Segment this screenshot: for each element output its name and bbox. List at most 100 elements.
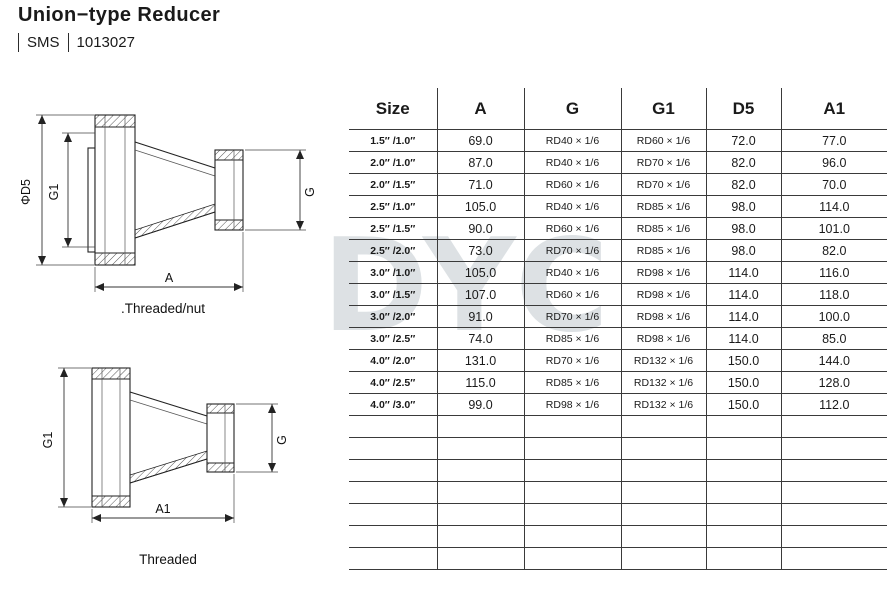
table-cell-empty xyxy=(524,525,622,548)
table-cell-empty xyxy=(621,415,707,438)
table-cell: RD70 × 1/6 xyxy=(621,151,707,174)
table-cell-empty xyxy=(781,459,887,482)
table-cell: 99.0 xyxy=(437,393,525,416)
table-cell-empty xyxy=(706,437,782,460)
table-cell: 74.0 xyxy=(437,327,525,350)
dim-label-a: A xyxy=(165,271,174,285)
table-empty-row xyxy=(349,525,887,548)
table-cell: 105.0 xyxy=(437,261,525,284)
table-cell: 118.0 xyxy=(781,283,887,306)
table-cell-empty xyxy=(706,525,782,548)
column-header-size: Size xyxy=(349,88,438,130)
table-cell: RD70 × 1/6 xyxy=(621,173,707,196)
table-cell: 96.0 xyxy=(781,151,887,174)
table-cell: 3.0″ /1.5″ xyxy=(349,283,438,306)
table-cell: 116.0 xyxy=(781,261,887,284)
divider xyxy=(18,33,19,52)
table-cell-empty xyxy=(621,503,707,526)
dimension-g1: G1 xyxy=(41,367,91,508)
table-cell: 112.0 xyxy=(781,393,887,416)
table-cell: 114.0 xyxy=(706,283,782,306)
table-cell: 4.0″ /2.0″ xyxy=(349,349,438,372)
table-cell-empty xyxy=(437,547,525,570)
table-cell: 70.0 xyxy=(781,173,887,196)
table-empty-row xyxy=(349,437,887,460)
dimension-d5: ΦD5 xyxy=(19,114,94,266)
table-cell: RD98 × 1/6 xyxy=(621,283,707,306)
drawing-threaded: G1 G A1 xyxy=(41,367,289,523)
standard-code: 1013027 xyxy=(76,34,135,51)
table-cell: 150.0 xyxy=(706,371,782,394)
table-cell: 71.0 xyxy=(437,173,525,196)
table-cell: RD85 × 1/6 xyxy=(621,195,707,218)
table-cell-empty xyxy=(349,437,438,460)
table-empty-row xyxy=(349,503,887,526)
table-cell: RD132 × 1/6 xyxy=(621,349,707,372)
dimension-g: G xyxy=(245,149,317,231)
table-cell: 82.0 xyxy=(781,239,887,262)
table-cell: 114.0 xyxy=(706,305,782,328)
table-cell: 114.0 xyxy=(706,327,782,350)
table-cell: RD60 × 1/6 xyxy=(621,129,707,152)
table-cell: RD132 × 1/6 xyxy=(621,371,707,394)
table-cell-empty xyxy=(781,547,887,570)
table-cell: 101.0 xyxy=(781,217,887,240)
table-cell: 131.0 xyxy=(437,349,525,372)
table-cell: 128.0 xyxy=(781,371,887,394)
table-cell-empty xyxy=(437,415,525,438)
table-cell: 73.0 xyxy=(437,239,525,262)
table-cell-empty xyxy=(781,503,887,526)
table-cell: 85.0 xyxy=(781,327,887,350)
table-cell: 114.0 xyxy=(781,195,887,218)
table-cell: 4.0″ /2.5″ xyxy=(349,371,438,394)
table-empty-row xyxy=(349,459,887,482)
table-cell-empty xyxy=(349,415,438,438)
divider xyxy=(67,33,69,52)
table-cell-empty xyxy=(781,481,887,504)
table-cell: RD60 × 1/6 xyxy=(524,217,622,240)
table-cell: 87.0 xyxy=(437,151,525,174)
table-cell-empty xyxy=(437,481,525,504)
table-cell: 2.0″ /1.0″ xyxy=(349,151,438,174)
table-cell: 1.5″ /1.0″ xyxy=(349,129,438,152)
table-cell: 115.0 xyxy=(437,371,525,394)
table-cell: RD70 × 1/6 xyxy=(524,305,622,328)
table-cell-empty xyxy=(524,437,622,460)
table-cell-empty xyxy=(524,481,622,504)
column-header-a1: A1 xyxy=(781,88,887,130)
table-cell-empty xyxy=(706,547,782,570)
table-cell-empty xyxy=(524,415,622,438)
table-cell-empty xyxy=(706,503,782,526)
table-cell-empty xyxy=(621,481,707,504)
table-cell-empty xyxy=(437,525,525,548)
table-cell: 150.0 xyxy=(706,349,782,372)
table-cell: RD85 × 1/6 xyxy=(621,239,707,262)
table-cell-empty xyxy=(349,459,438,482)
dim-label-a1: A1 xyxy=(155,502,170,516)
table-cell: 114.0 xyxy=(706,261,782,284)
table-cell: 150.0 xyxy=(706,393,782,416)
table-cell: RD85 × 1/6 xyxy=(524,327,622,350)
table-cell-empty xyxy=(524,459,622,482)
table-cell: RD40 × 1/6 xyxy=(524,195,622,218)
table-cell: RD98 × 1/6 xyxy=(524,393,622,416)
drawing-caption-top: .Threaded/nut xyxy=(120,301,206,316)
dimension-a: A xyxy=(94,232,244,292)
table-cell: 4.0″ /3.0″ xyxy=(349,393,438,416)
table-empty-row xyxy=(349,547,887,570)
dim-label-g: G xyxy=(275,435,289,445)
table-cell: RD40 × 1/6 xyxy=(524,129,622,152)
table-cell-empty xyxy=(621,525,707,548)
dim-label-g1: G1 xyxy=(41,432,55,449)
table-cell: 98.0 xyxy=(706,217,782,240)
table-cell: 90.0 xyxy=(437,217,525,240)
table-cell: 100.0 xyxy=(781,305,887,328)
